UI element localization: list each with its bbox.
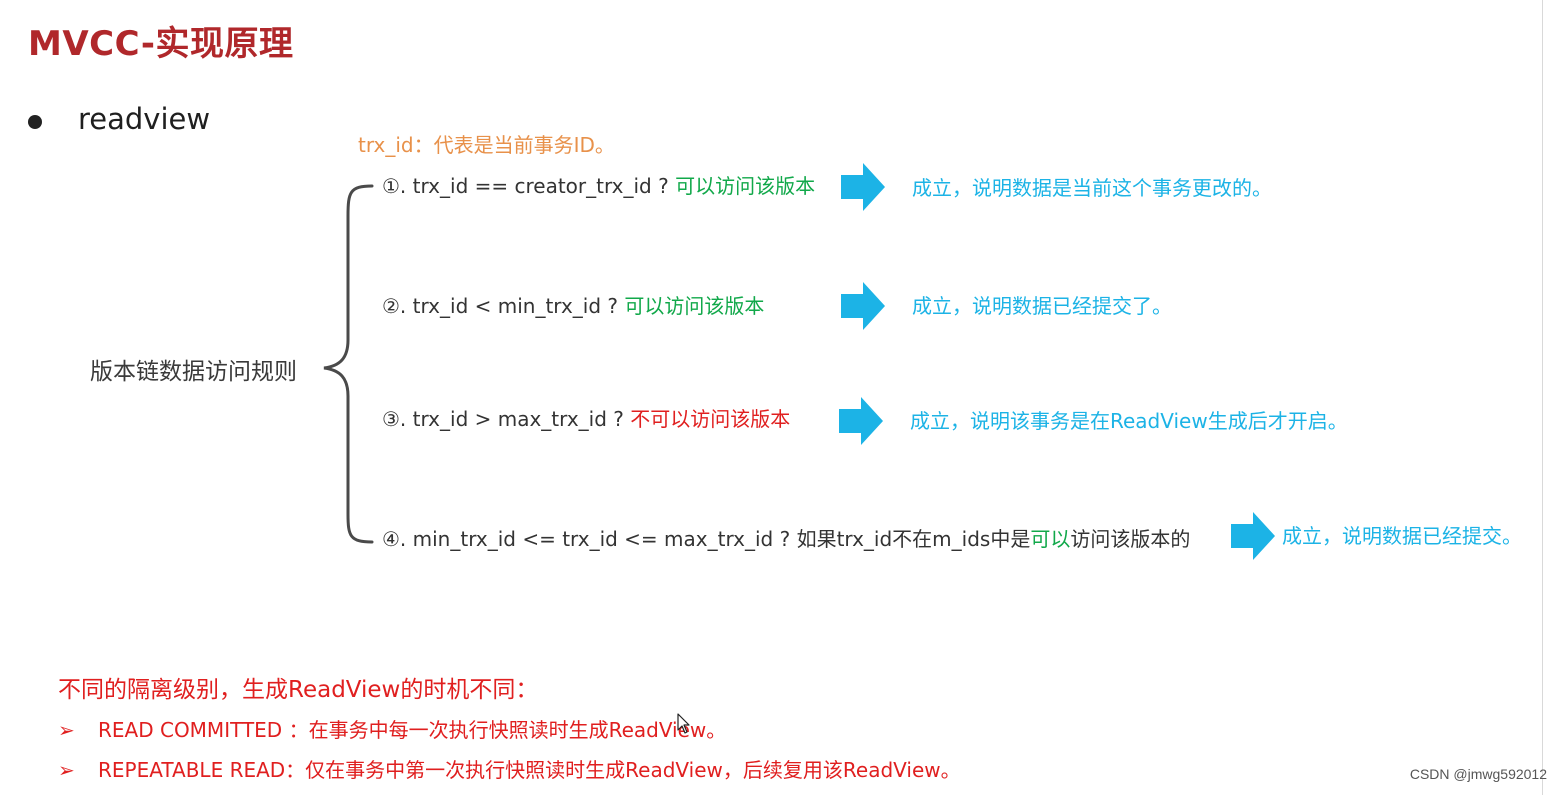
slide-edge-divider (1542, 0, 1543, 795)
right-arrow-icon (841, 282, 885, 330)
rule-4-condition: ④. min_trx_id <= trx_id <= max_trx_id ? … (382, 527, 1031, 551)
arrowhead-bullet-icon: ➢ (58, 718, 75, 742)
isolation-title: 不同的隔离级别，生成ReadView的时机不同： (58, 677, 539, 703)
rule-2-result: 成立，说明数据已经提交了。 (912, 294, 1172, 318)
rule-4-verdict-tail: 访问该版本的 (1070, 527, 1191, 551)
curly-brace-icon (320, 180, 380, 554)
page-title: MVCC-实现原理 (28, 24, 294, 64)
rule-2: ②. trx_id < min_trx_id ? 可以访问该版本 (382, 290, 764, 319)
brace-label: 版本链数据访问规则 (90, 359, 297, 385)
mouse-pointer-icon (677, 713, 691, 739)
rule-1-verdict: 可以访问该版本 (675, 174, 816, 198)
rule-1: ①. trx_id == creator_trx_id ? 可以访问该版本 (382, 170, 815, 199)
arrowhead-bullet-icon: ➢ (58, 758, 75, 782)
isolation-item-text: READ COMMITTED ：在事务中每一次执行快照读时生成ReadView。 (98, 718, 727, 742)
isolation-item-repeatable-read: ➢ REPEATABLE READ：仅在事务中第一次执行快照读时生成ReadVie… (58, 754, 961, 783)
right-arrow-icon (839, 397, 883, 445)
bullet-readview: readview (78, 102, 211, 136)
right-arrow-icon (841, 163, 885, 211)
rule-1-result: 成立，说明数据是当前这个事务更改的。 (912, 176, 1272, 200)
isolation-item-read-committed: ➢ READ COMMITTED ：在事务中每一次执行快照读时生成ReadView… (58, 714, 726, 743)
right-arrow-icon (1231, 512, 1275, 560)
rule-4: ④. min_trx_id <= trx_id <= max_trx_id ? … (382, 523, 1190, 552)
rule-2-verdict: 可以访问该版本 (624, 294, 765, 318)
rule-3: ③. trx_id > max_trx_id ? 不可以访问该版本 (382, 403, 790, 432)
bullet-dot-icon (28, 115, 42, 129)
watermark: CSDN @jmwg592012 (1409, 766, 1547, 782)
rule-3-result: 成立，说明该事务是在ReadView生成后才开启。 (910, 409, 1348, 433)
rule-4-result: 成立，说明数据已经提交。 (1282, 524, 1522, 548)
isolation-item-text: REPEATABLE READ：仅在事务中第一次执行快照读时生成ReadView… (98, 758, 961, 782)
rule-3-condition: ③. trx_id > max_trx_id ? (382, 407, 624, 431)
rule-2-condition: ②. trx_id < min_trx_id ? (382, 294, 619, 318)
trx-id-note: trx_id：代表是当前事务ID。 (358, 133, 615, 157)
rule-4-verdict: 可以 (1030, 527, 1071, 551)
rule-3-verdict: 不可以访问该版本 (630, 407, 791, 431)
rule-1-condition: ①. trx_id == creator_trx_id ? (382, 174, 669, 198)
